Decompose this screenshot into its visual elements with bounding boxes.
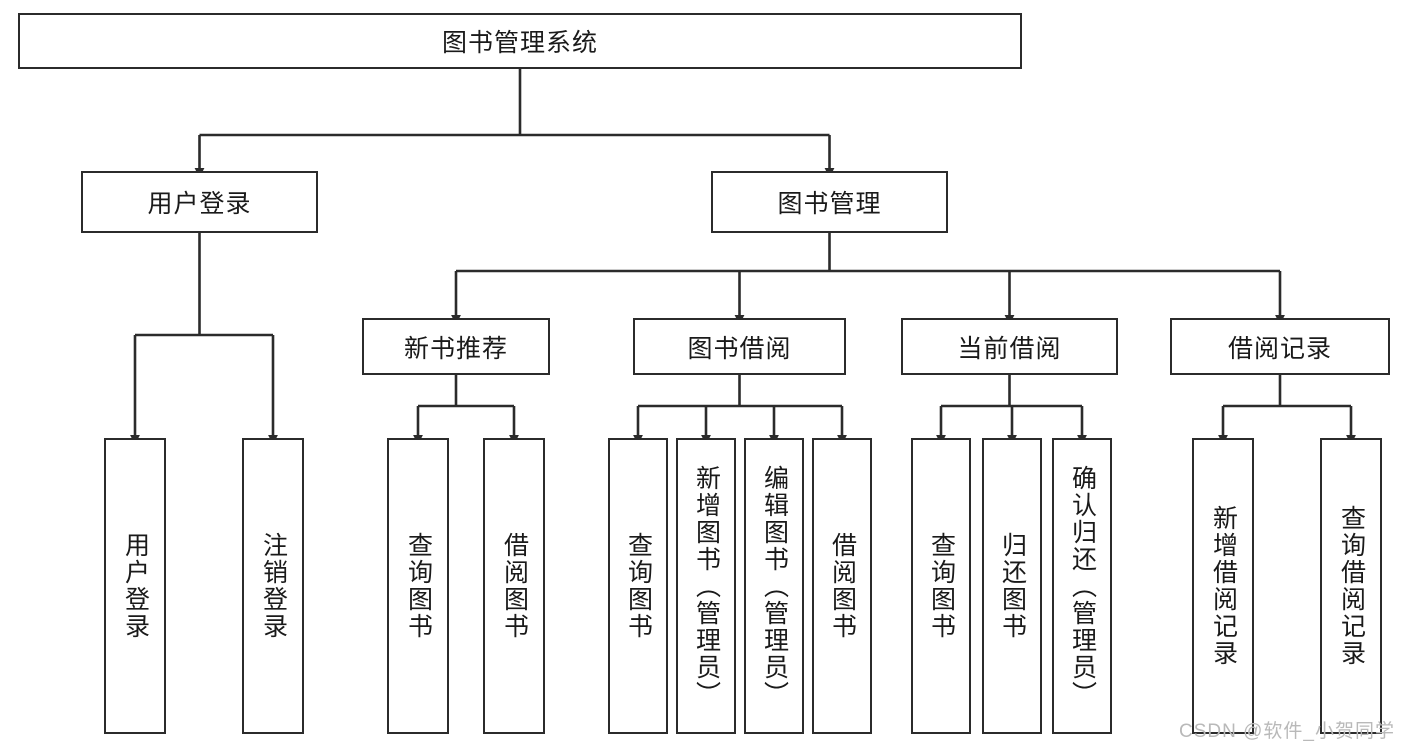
leaf-edit-book-admin-label: 编辑图书（管理员） xyxy=(760,464,789,708)
leaf-query-book-recommend-label: 查询图书 xyxy=(404,532,433,640)
leaf-query-book-borrow-label: 查询图书 xyxy=(624,532,653,640)
leaf-confirm-return-admin[interactable]: 确认归还（管理员） xyxy=(1052,438,1112,734)
node-book-borrow[interactable]: 图书借阅 xyxy=(633,318,846,375)
node-root-label: 图书管理系统 xyxy=(441,29,598,57)
node-book-manage-label: 图书管理 xyxy=(777,190,882,218)
node-borrow-record-label: 借阅记录 xyxy=(1227,334,1332,363)
leaf-add-borrow-record-label: 新增借阅记录 xyxy=(1209,505,1238,667)
leaf-confirm-return-admin-label: 确认归还（管理员） xyxy=(1068,464,1097,708)
leaf-return-book[interactable]: 归还图书 xyxy=(982,438,1042,734)
node-book-borrow-label: 图书借阅 xyxy=(687,334,792,363)
leaf-query-borrow-record-label: 查询借阅记录 xyxy=(1337,505,1366,667)
leaf-query-book-current[interactable]: 查询图书 xyxy=(911,438,971,734)
leaf-borrow-book-label: 借阅图书 xyxy=(828,532,857,640)
leaf-borrow-book-recommend-label: 借阅图书 xyxy=(500,532,529,640)
node-user-login[interactable]: 用户登录 xyxy=(81,171,318,233)
node-new-book-recommend[interactable]: 新书推荐 xyxy=(362,318,550,375)
leaf-query-borrow-record[interactable]: 查询借阅记录 xyxy=(1320,438,1382,734)
leaf-return-book-label: 归还图书 xyxy=(998,532,1027,640)
leaf-query-book-borrow[interactable]: 查询图书 xyxy=(608,438,668,734)
node-current-borrow-label: 当前借阅 xyxy=(957,334,1062,363)
leaf-edit-book-admin[interactable]: 编辑图书（管理员） xyxy=(744,438,804,734)
leaf-user-login[interactable]: 用户登录 xyxy=(104,438,166,734)
leaf-borrow-book[interactable]: 借阅图书 xyxy=(812,438,872,734)
leaf-logout-label: 注销登录 xyxy=(259,532,288,640)
leaf-add-borrow-record[interactable]: 新增借阅记录 xyxy=(1192,438,1254,734)
leaf-logout[interactable]: 注销登录 xyxy=(242,438,304,734)
leaf-query-book-recommend[interactable]: 查询图书 xyxy=(387,438,449,734)
node-borrow-record[interactable]: 借阅记录 xyxy=(1170,318,1390,375)
leaf-query-book-current-label: 查询图书 xyxy=(927,532,956,640)
node-current-borrow[interactable]: 当前借阅 xyxy=(901,318,1118,375)
node-user-login-label: 用户登录 xyxy=(147,190,252,218)
leaf-add-book-admin[interactable]: 新增图书（管理员） xyxy=(676,438,736,734)
leaf-borrow-book-recommend[interactable]: 借阅图书 xyxy=(483,438,545,734)
node-new-book-recommend-label: 新书推荐 xyxy=(403,334,508,363)
leaf-user-login-label: 用户登录 xyxy=(121,532,150,640)
leaf-add-book-admin-label: 新增图书（管理员） xyxy=(692,464,721,708)
node-root[interactable]: 图书管理系统 xyxy=(18,13,1022,69)
node-book-manage[interactable]: 图书管理 xyxy=(711,171,948,233)
